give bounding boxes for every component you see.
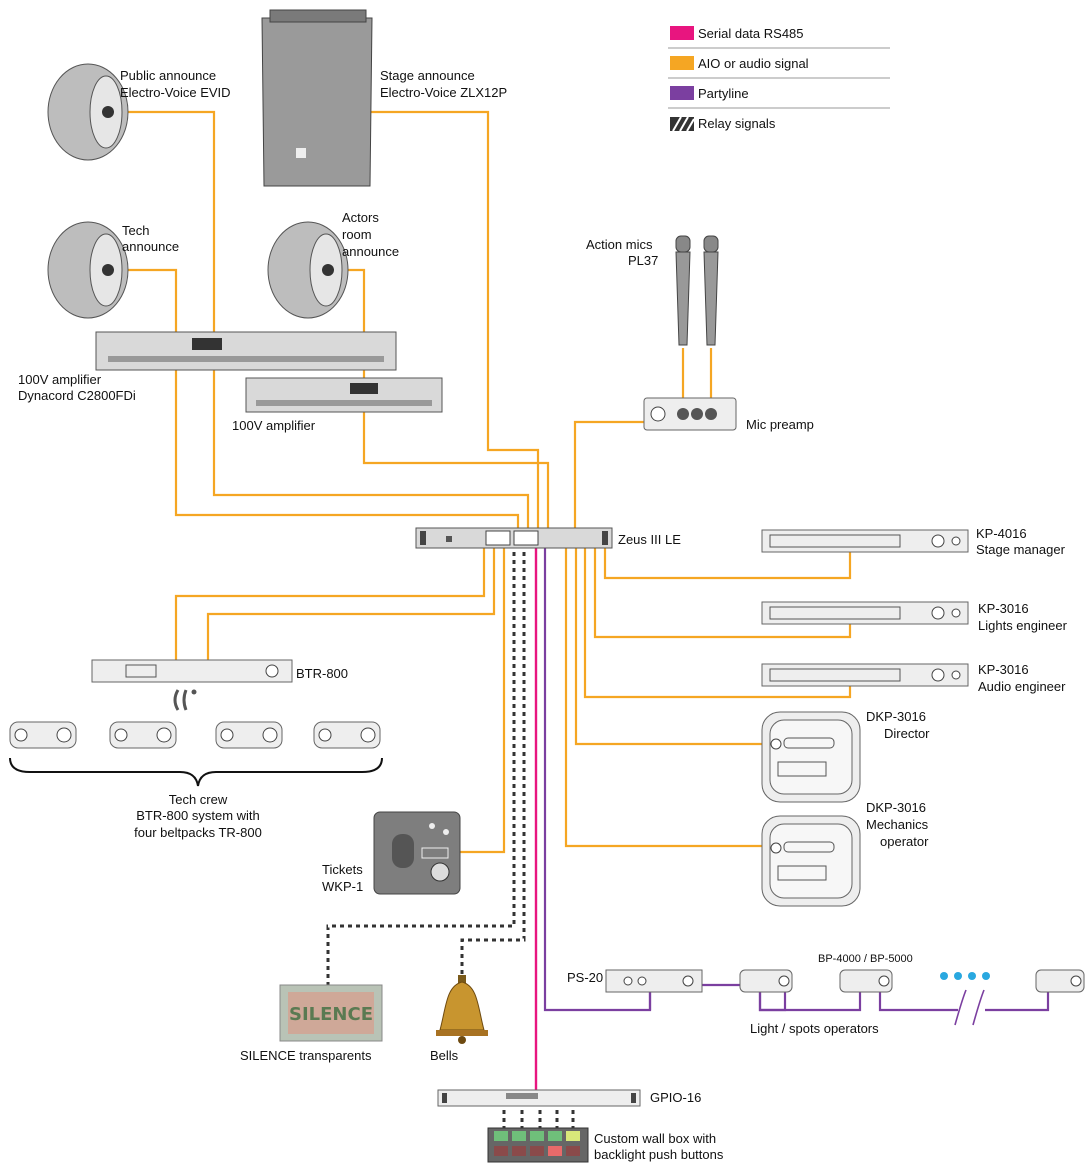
stage-announce-label: Stage announce	[380, 68, 475, 83]
tech-crew-desc-2: four beltpacks TR-800	[134, 825, 262, 840]
legend-swatch-rs485	[670, 26, 694, 40]
legend-label-relay: Relay signals	[698, 116, 776, 131]
kp4016-role: Stage manager	[976, 542, 1066, 557]
dkp-director-role: Director	[884, 726, 930, 741]
amplifier-100v	[245, 377, 443, 413]
tech-announce-speaker	[47, 221, 129, 319]
tech-announce-label-2: announce	[122, 239, 179, 254]
dkp-director-label: DKP-3016	[866, 709, 926, 724]
ps-20-power-supply	[605, 969, 703, 993]
kp4016-label: KP-4016	[976, 526, 1027, 541]
beltpack-2	[109, 721, 177, 749]
action-mics-label: Action mics	[586, 237, 653, 252]
kp3016-lights-label: KP-3016	[978, 601, 1029, 616]
beltpack-4	[313, 721, 381, 749]
dkp-3016-mechanics-panel	[761, 815, 861, 907]
amp1-model: Dynacord C2800FDi	[18, 388, 136, 403]
dkp-mechanics-role: Mechanics	[866, 817, 929, 832]
actors-announce-label: Actors	[342, 210, 379, 225]
custom-wall-box	[487, 1127, 589, 1163]
beltpack-brace	[9, 757, 383, 787]
bp-beltpack-2	[839, 969, 893, 993]
mic-preamp	[643, 397, 737, 431]
kp3016-audio-role: Audio engineer	[978, 679, 1066, 694]
silence-caption: SILENCE transparents	[240, 1048, 372, 1063]
public-announce-model: Electro-Voice EVID	[120, 85, 231, 100]
public-announce-speaker	[47, 63, 129, 161]
legend-swatch-aio	[670, 56, 694, 70]
bell-icon	[436, 975, 488, 1044]
kp3016-lights-role: Lights engineer	[978, 618, 1068, 633]
btr800-label: BTR-800	[296, 666, 348, 681]
actors-announce-speaker	[267, 221, 349, 319]
stage-announce-speaker	[261, 9, 373, 187]
amp2-label: 100V amplifier	[232, 418, 316, 433]
kp-3016-lights-panel	[761, 601, 969, 625]
actors-announce-label-2: room	[342, 227, 372, 242]
wallbox-label-2: backlight push buttons	[594, 1147, 724, 1162]
btr-800-base	[91, 659, 293, 683]
light-ops-label: Light / spots operators	[750, 1021, 879, 1036]
legend-swatch-relay	[670, 116, 695, 132]
bp-label: BP-4000 / BP-5000	[818, 953, 913, 965]
gpio-16-unit	[437, 1089, 641, 1107]
legend: Serial data RS485 AIO or audio signal Pa…	[668, 26, 890, 132]
zeus-iii-le-matrix	[415, 527, 613, 549]
tech-crew-desc-1: BTR-800 system with	[136, 808, 260, 823]
mic-preamp-label: Mic preamp	[746, 417, 814, 432]
bp-beltpack-3	[1035, 969, 1085, 993]
dkp-mechanics-role-2: operator	[880, 834, 929, 849]
zeus-label: Zeus III LE	[618, 532, 681, 547]
actors-announce-label-3: announce	[342, 244, 399, 259]
wkp-1-wall-panel	[373, 811, 461, 895]
tech-announce-label: Tech	[122, 223, 149, 238]
gpio16-label: GPIO-16	[650, 1090, 701, 1105]
amplifier-dynacord	[95, 331, 397, 371]
kp3016-audio-label: KP-3016	[978, 662, 1029, 677]
legend-label-rs485: Serial data RS485	[698, 26, 804, 41]
wallbox-label: Custom wall box with	[594, 1131, 716, 1146]
dkp-3016-director-panel	[761, 711, 861, 803]
bells-label: Bells	[430, 1048, 459, 1063]
tech-crew-label: Tech crew	[169, 792, 228, 807]
silence-sign: SILENCE	[279, 984, 383, 1042]
silence-sign-text: SILENCE	[289, 1004, 373, 1025]
kp-4016-panel	[761, 529, 969, 553]
public-announce-label: Public announce	[120, 68, 216, 83]
beltpack-1	[9, 721, 77, 749]
action-mics	[675, 235, 719, 346]
legend-swatch-partyline	[670, 86, 694, 100]
relay-lines	[326, 548, 575, 1128]
ellipsis-dots-icon	[940, 972, 990, 980]
bp-beltpack-1	[739, 969, 793, 993]
stage-announce-model: Electro-Voice ZLX12P	[380, 85, 507, 100]
beltpack-3	[215, 721, 283, 749]
kp-3016-audio-panel	[761, 663, 969, 687]
tickets-model: WKP-1	[322, 879, 363, 894]
legend-label-partyline: Partyline	[698, 86, 749, 101]
action-mics-model: PL37	[628, 253, 658, 268]
partyline-lines	[543, 548, 1050, 1026]
ps20-label: PS-20	[567, 970, 603, 985]
tickets-label: Tickets	[322, 862, 363, 877]
legend-label-aio: AIO or audio signal	[698, 56, 809, 71]
wireless-signal-icon	[173, 689, 197, 711]
amp1-label: 100V amplifier	[18, 372, 102, 387]
dkp-mechanics-label: DKP-3016	[866, 800, 926, 815]
